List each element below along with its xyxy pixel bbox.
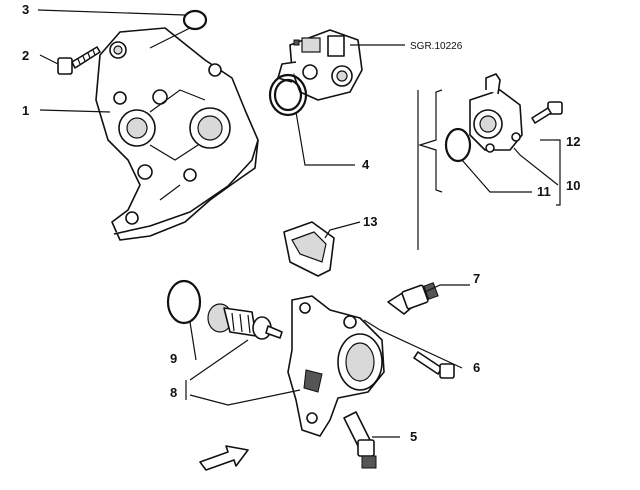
part-2-bolt bbox=[57, 46, 101, 75]
part-4-seal-ring bbox=[268, 73, 308, 117]
part-12-bolt bbox=[531, 101, 563, 124]
part-6-bolt bbox=[413, 351, 455, 379]
callout-10: 10 bbox=[566, 178, 580, 193]
part-9-ring bbox=[166, 279, 202, 325]
callout-1: 1 bbox=[22, 103, 29, 118]
water-outlet-housing bbox=[287, 295, 385, 437]
callout-5: 5 bbox=[410, 429, 417, 444]
callout-13: 13 bbox=[363, 214, 377, 229]
group-bracket bbox=[417, 89, 561, 250]
callout-8: 8 bbox=[170, 385, 177, 400]
part-7-sensor bbox=[387, 282, 439, 315]
part-13-bracket bbox=[283, 221, 335, 277]
callout-2: 2 bbox=[22, 48, 29, 63]
callout-labels: 3 2 1 SGR.10226 4 12 11 10 13 7 9 8 6 5 bbox=[22, 2, 580, 444]
callout-3: 3 bbox=[22, 2, 29, 17]
callout-11: 11 bbox=[537, 184, 551, 199]
direction-arrow-icon bbox=[199, 445, 249, 471]
callout-6: 6 bbox=[473, 360, 480, 375]
part-10-thermostat-housing bbox=[469, 73, 523, 153]
part-3-o-ring bbox=[182, 9, 208, 31]
part-5-sensor bbox=[343, 411, 377, 469]
callout-7: 7 bbox=[473, 271, 480, 286]
callout-9: 9 bbox=[170, 351, 177, 366]
high-pressure-pump bbox=[277, 29, 405, 101]
part-8-thermostat bbox=[207, 303, 283, 340]
leader-lines bbox=[37, 9, 559, 438]
part-1-housing bbox=[95, 27, 259, 241]
callout-12: 12 bbox=[566, 134, 580, 149]
part-11-seal bbox=[444, 127, 472, 163]
callout-4: 4 bbox=[362, 157, 370, 172]
reference-code: SGR.10226 bbox=[410, 41, 463, 52]
